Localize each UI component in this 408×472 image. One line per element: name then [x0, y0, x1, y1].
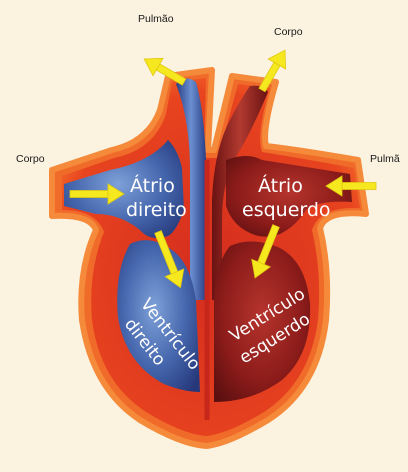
label-left-atrium-1: Átrio: [258, 174, 303, 197]
label-top-right: Corpo: [274, 26, 303, 38]
label-top-left: Pulmão: [138, 13, 174, 25]
label-right-atrium-1: Átrio: [130, 174, 175, 197]
label-side-left: Corpo: [16, 153, 45, 165]
label-left-atrium-2: esquerdo: [242, 199, 331, 221]
label-right-atrium-2: direito: [126, 199, 187, 221]
label-side-right: Pulmã: [370, 153, 400, 165]
